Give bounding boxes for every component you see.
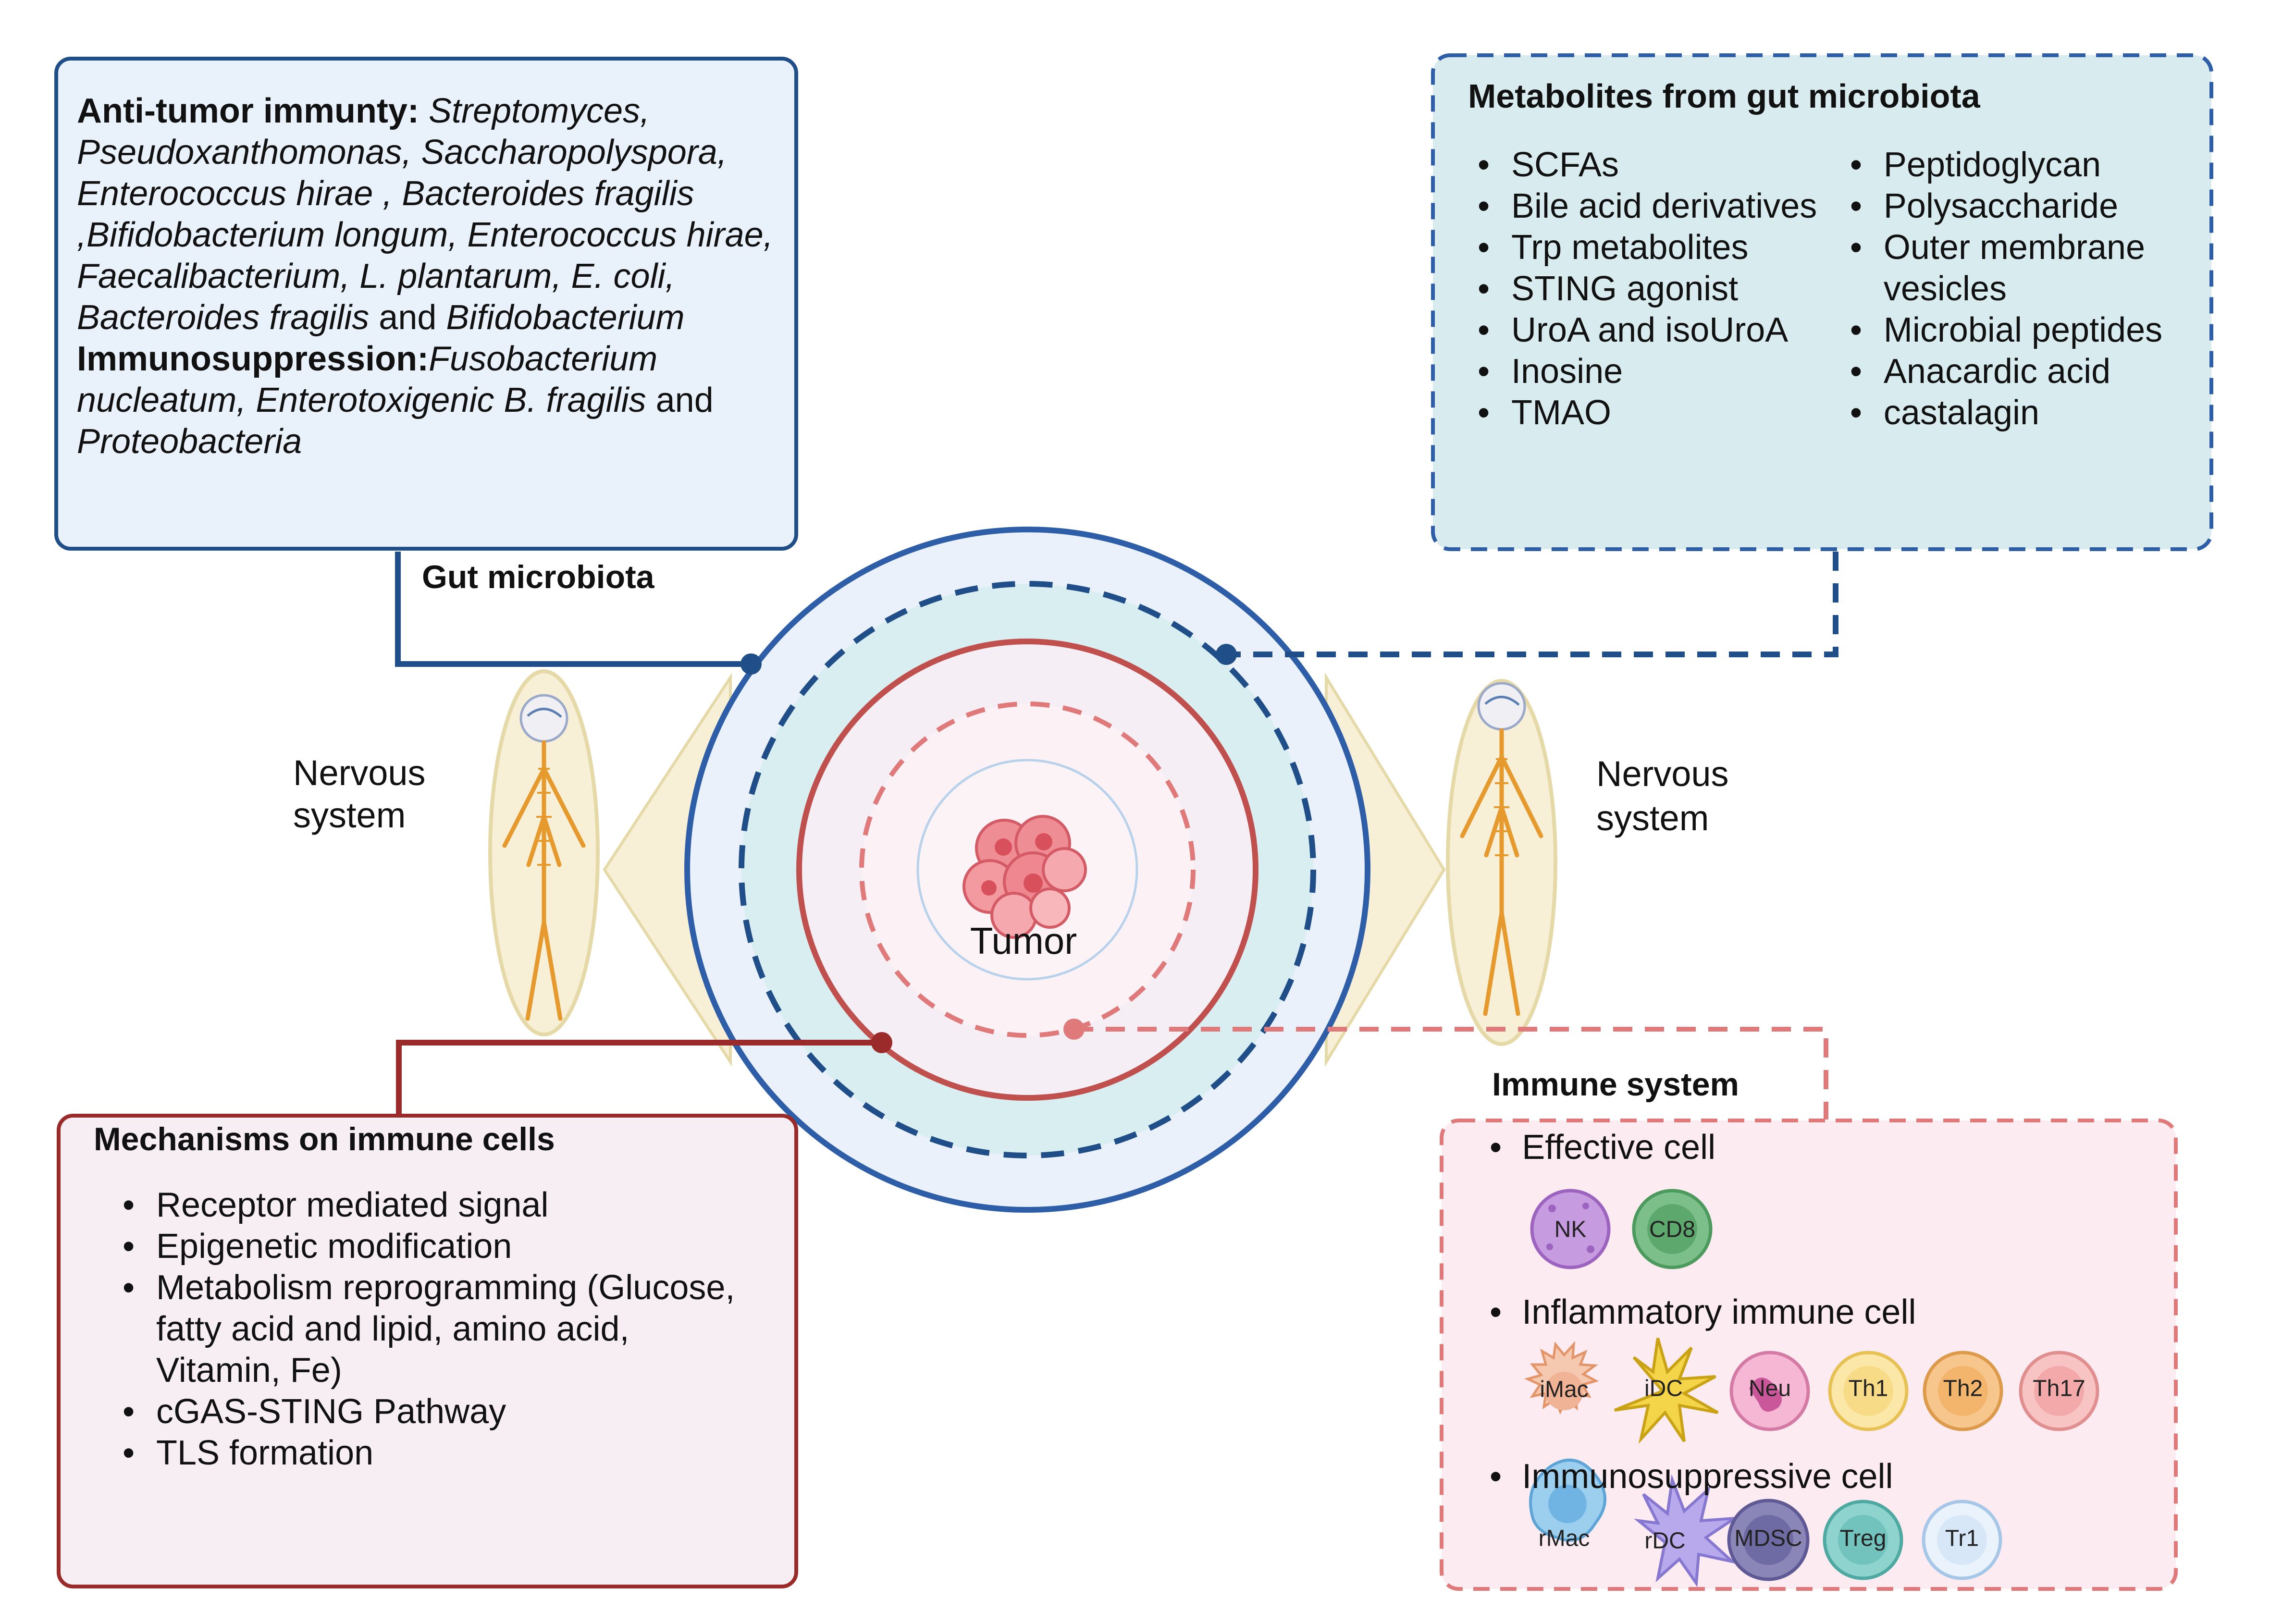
nervous-system-label-right: Nervous system [1596, 752, 1729, 840]
metabolite-item: Anacardic acid [1836, 351, 2198, 392]
immunosupp-title: Immunosuppression: [77, 340, 429, 378]
metabolites-box: Metabolites from gut microbiota SCFAsBil… [1468, 77, 2198, 433]
mechanism-item: cGAS-STING Pathway [108, 1391, 757, 1432]
metabolite-item: Trp metabolites [1463, 227, 1845, 268]
rmac-cell-icon: rMac [1529, 1458, 1606, 1551]
imac-cell-icon: iMac [1524, 1341, 1599, 1415]
nervous-right-line2: system [1596, 798, 1709, 838]
mechanism-connector-dot [871, 1032, 892, 1053]
nervous-left-line1: Nervous [293, 753, 426, 793]
immunosupp-and: and [655, 381, 714, 419]
mechanisms-list: Receptor mediated signalEpigenetic modif… [108, 1184, 757, 1474]
immune-effective-heading: • Effective cell [1490, 1127, 1715, 1168]
mechanism-connector-line [396, 1040, 882, 1116]
effective-title: Effective cell [1522, 1128, 1716, 1167]
immunosupp-last: Proteobacteria [77, 422, 302, 461]
mdsc-cell-icon: MDSC [1727, 1499, 1810, 1581]
metabolite-item: TMAO [1463, 392, 1845, 433]
immune-suppressive-heading: • Immunosuppressive cell [1490, 1456, 1893, 1497]
metabolite-item: SCFAs [1463, 144, 1845, 185]
cell-label-th17: Th17 [2033, 1376, 2085, 1402]
immunosupp-paragraph: Immunosuppression:Fusobacterium nucleatu… [77, 338, 778, 462]
mechanisms-title: Mechanisms on immune cells [94, 1121, 555, 1157]
antitumor-paragraph: Anti-tumor immunty: Streptomyces, Pseudo… [77, 90, 778, 338]
cell-label-rmac: rMac [1539, 1526, 1590, 1551]
metabolites-list-left: SCFAsBile acid derivativesTrp metabolite… [1463, 144, 1845, 433]
bacteria-box: Anti-tumor immunty: Streptomyces, Pseudo… [77, 90, 778, 462]
cd8-cell-icon: CD8 [1632, 1189, 1713, 1269]
cell-label-nk: NK [1554, 1217, 1587, 1243]
tr1-cell-icon: Tr1 [1922, 1500, 2002, 1580]
bullet: • [1490, 1457, 1502, 1496]
neu-cell-icon: Neu [1729, 1351, 1810, 1431]
nk-cell-icon: NK [1530, 1189, 1611, 1269]
gut-microbiota-label: Gut microbiota [422, 559, 654, 595]
treg-cell-icon: Treg [1823, 1500, 1903, 1580]
metabolite-connector-dot [1216, 644, 1237, 665]
immune-inflammatory-heading: • Inflammatory immune cell [1490, 1292, 1916, 1333]
metabolite-item: Polysaccharide [1836, 185, 2198, 227]
metabolite-item: Inosine [1463, 351, 1845, 392]
antitumor-taxa: Streptomyces, Pseudoxanthomonas, Sacchar… [77, 92, 773, 337]
cell-label-mdsc: MDSC [1734, 1526, 1802, 1551]
mechanism-item: TLS formation [108, 1432, 757, 1474]
inflammatory-title: Inflammatory immune cell [1522, 1293, 1916, 1331]
cell-label-idc: iDC [1644, 1376, 1683, 1402]
immune-box-frame [1440, 1119, 2178, 1591]
nervous-right-line1: Nervous [1596, 754, 1729, 794]
antitumor-last: Bifidobacterium [446, 298, 685, 337]
mechanism-item: Receptor mediated signal [108, 1184, 757, 1226]
metabolite-item: STING agonist [1463, 268, 1845, 309]
bullet: • [1490, 1293, 1502, 1331]
mechanism-item: Metabolism reprogramming (Glucose, fatty… [108, 1267, 757, 1391]
metabolites-list-right: PeptidoglycanPolysaccharideOuter membran… [1836, 144, 2198, 433]
bacteria-box-frame [54, 57, 798, 551]
nervous-system-label-left: Nervous system [293, 752, 426, 837]
metabolite-item: Microbial peptides [1836, 309, 2198, 351]
cell-label-th2: Th2 [1943, 1376, 1983, 1402]
human-nervous-system-icon-left [488, 669, 600, 1036]
metabolites-columns: SCFAsBile acid derivativesTrp metabolite… [1468, 144, 2198, 433]
cell-label-tr1: Tr1 [1945, 1526, 1979, 1551]
metabolite-connector-line [1226, 552, 1838, 657]
metabolite-item: Outer membrane vesicles [1836, 227, 2198, 309]
nervous-left-line2: system [293, 795, 406, 835]
metabolite-item: Peptidoglycan [1836, 144, 2198, 185]
mechanism-item: Epigenetic modification [108, 1226, 757, 1267]
immune-connector-dot [1063, 1019, 1085, 1040]
metabolites-title: Metabolites from gut microbiota [1468, 77, 1980, 115]
metabolite-item: UroA and isoUroA [1463, 309, 1845, 351]
th2-cell-icon: Th2 [1923, 1351, 2003, 1431]
tumor-label: Tumor [970, 920, 1077, 962]
idc-cell-icon: iDC [1614, 1338, 1719, 1444]
suppressive-title: Immunosuppressive cell [1522, 1457, 1893, 1496]
immunosupp-taxa: Fusobacterium nucleatum, Enterotoxigenic… [77, 340, 658, 419]
bullet: • [1490, 1128, 1502, 1167]
cell-label-neu: Neu [1749, 1376, 1791, 1402]
human-nervous-system-icon-right [1446, 679, 1557, 1046]
gut-connector-dot [740, 653, 762, 675]
cell-label-rdc: rDC [1644, 1528, 1685, 1554]
cell-label-th1: Th1 [1849, 1376, 1888, 1402]
mechanisms-box: Mechanisms on immune cells Receptor medi… [94, 1120, 781, 1474]
rdc-cell-icon: rDC [1634, 1474, 1740, 1587]
cell-label-cd8: CD8 [1649, 1217, 1695, 1243]
metabolite-item: castalagin [1836, 392, 2198, 433]
cell-label-treg: Treg [1840, 1526, 1887, 1551]
cell-label-imac: iMac [1540, 1377, 1588, 1403]
th1-cell-icon: Th1 [1828, 1351, 1909, 1431]
antitumor-title: Anti-tumor immunty: [77, 92, 419, 130]
immune-system-label: Immune system [1492, 1066, 1739, 1103]
th17-cell-icon: Th17 [2019, 1351, 2099, 1431]
antitumor-and: and [369, 298, 446, 337]
metabolite-item: Bile acid derivatives [1463, 185, 1845, 227]
tumor-cell-cluster-icon [962, 815, 1087, 939]
gut-connector-line [395, 552, 750, 667]
